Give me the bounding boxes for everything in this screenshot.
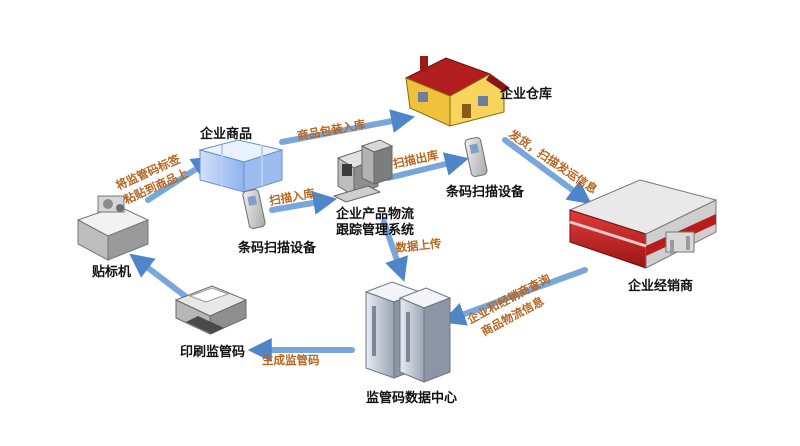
labeler-label: 贴标机 xyxy=(92,264,131,280)
scanner-right-label: 条码扫描设备 xyxy=(446,184,525,200)
arrow-scanner-to-system xyxy=(269,191,338,215)
scanner-left-label: 条码扫描设备 xyxy=(238,240,317,256)
tracking-system-label-line2: 跟踪管理系统 xyxy=(336,222,414,238)
distributor-building-icon xyxy=(568,179,718,269)
arrow-product-to-warehouse xyxy=(279,109,416,145)
arrow-distributor-to-datacenter xyxy=(441,267,588,326)
arrow-system-to-datacenter xyxy=(381,219,408,282)
warehouse-house-icon xyxy=(404,56,510,127)
tracking-system-label-line1: 企业产品物流 xyxy=(335,206,414,222)
datacenter-label: 监管码数据中心 xyxy=(366,390,457,406)
edge-label-upload: 数据上传 xyxy=(395,236,443,255)
distributor-label: 企业经销商 xyxy=(627,278,693,294)
computer-system-icon xyxy=(332,139,394,203)
barcode-scanner-left-icon xyxy=(242,188,266,230)
edge-label-generate: 生成监管码 xyxy=(262,353,320,367)
printer-icon xyxy=(174,285,248,335)
barcode-scanner-right-icon xyxy=(464,136,488,178)
labeler-machine-icon xyxy=(76,195,150,261)
arrow-warehouse-to-distributor xyxy=(502,137,592,205)
arrow-system-to-scanner xyxy=(385,152,469,181)
printer-label: 印刷监管码 xyxy=(180,344,245,360)
warehouse-label: 企业仓库 xyxy=(499,86,552,102)
server-datacenter-icon xyxy=(364,281,452,383)
product-box-icon xyxy=(198,139,284,193)
product-label: 企业商品 xyxy=(199,126,252,142)
flow-arrows xyxy=(129,109,592,362)
edge-label-product-to-warehouse: 商品包装入库 xyxy=(296,117,367,143)
arrow-printer-to-labeler xyxy=(129,253,188,299)
